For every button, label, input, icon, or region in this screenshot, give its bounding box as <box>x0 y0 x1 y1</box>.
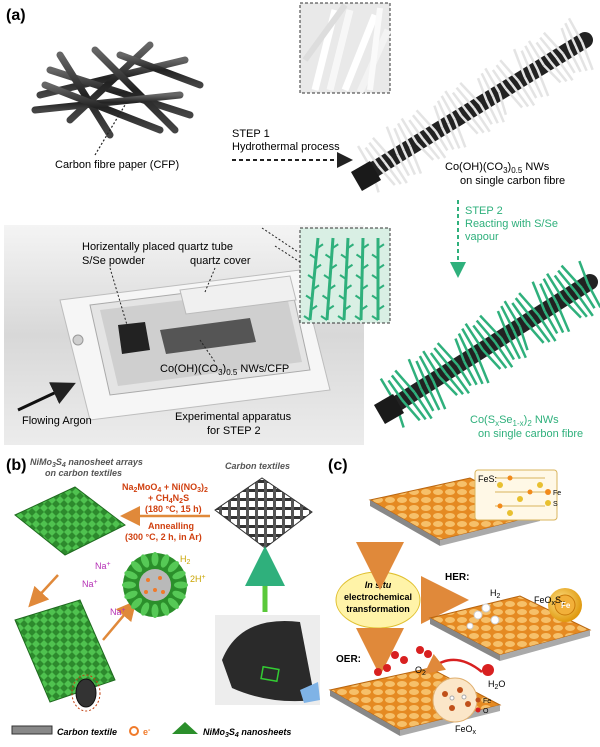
legend-textile-swatch <box>11 725 53 735</box>
textile-photo <box>215 615 320 705</box>
oer-surface <box>328 667 502 736</box>
fes-label: FeS: <box>478 474 497 484</box>
white-nanowire-fibre <box>350 17 594 193</box>
step2-desc1: Reacting with S/Se <box>465 218 558 230</box>
down-arrow <box>28 574 59 608</box>
cfp-label: Carbon fibre paper (CFP) <box>55 159 179 171</box>
arrays-label1: NiMo3S4 nanosheet arrays <box>30 457 143 469</box>
feoxsy-label: FeOxSy <box>534 595 565 607</box>
insitu3: transformation <box>346 604 410 614</box>
step2-desc2: vapour <box>465 231 499 243</box>
oer-o2: O2 <box>415 665 426 677</box>
nw1-label: Co(OH)(CO3)0.5 NWs <box>445 161 550 175</box>
zoom-white-nanowires <box>299 2 392 94</box>
h2-label: H2 <box>180 554 191 566</box>
panel-a-label: (a) <box>6 7 26 24</box>
step1-title: STEP 1 <box>232 128 270 140</box>
s-key: S <box>553 501 558 508</box>
step1-desc: Hydrothermal process <box>232 141 340 153</box>
insitu1: In situ <box>365 580 392 590</box>
apparatus-label2: for STEP 2 <box>207 425 261 437</box>
fe-swatch <box>545 489 551 495</box>
oer-fe-key: Fe <box>483 698 491 705</box>
step2-title: STEP 2 <box>465 205 503 217</box>
cover-label: quartz cover <box>190 255 251 267</box>
sample-label: Co(OH)(CO3)0.5 NWs/CFP <box>160 363 289 377</box>
fe-key: Fe <box>553 490 561 497</box>
green-textile <box>14 486 126 556</box>
reagents2: + CH4N2S <box>148 493 189 505</box>
arrays-label2: on carbon textiles <box>45 468 122 478</box>
anneal1: Annealling <box>148 521 194 531</box>
apparatus-label1: Experimental apparatus <box>175 411 292 423</box>
legend-nano: NiMo3S4 nanosheets <box>203 727 291 739</box>
zoom-green-nanowires <box>299 227 391 324</box>
legend-electron: e- <box>143 727 151 737</box>
anneal2: (300 °C, 2 h, in Ar) <box>125 532 202 542</box>
oer-o-key: O <box>483 708 489 715</box>
na-label-3: Na+ <box>110 607 126 617</box>
legend-nano-swatch <box>172 722 198 734</box>
cond1: (180 °C, 15 h) <box>145 504 202 514</box>
zoom-arrow <box>102 600 137 641</box>
nw2-sub: on single carbon fibre <box>478 428 583 440</box>
h-plus-label: 2H+ <box>190 574 206 584</box>
textiles-label: Carbon textiles <box>225 461 290 471</box>
panel-b-label: (b) <box>6 457 26 474</box>
argon-arrow <box>17 382 76 412</box>
carbon-textile-grid <box>214 477 313 549</box>
fes-surface <box>368 469 558 546</box>
powder-label: S/Se powder <box>82 255 145 267</box>
her-label: HER: <box>445 572 469 583</box>
na-label-2: Na+ <box>82 579 98 589</box>
her-h2: H2 <box>490 588 501 600</box>
tube-label: Horizentally placed quartz tube <box>82 241 233 253</box>
fe-ball-label: Fe <box>561 601 571 610</box>
cross-section <box>122 552 188 618</box>
s-swatch <box>545 500 551 506</box>
oer-return-arrow <box>424 653 483 675</box>
her-surface <box>428 588 592 661</box>
feox-label: FeOx <box>455 724 477 736</box>
oer-label: OER: <box>336 654 361 665</box>
carbon-fibre-paper <box>31 41 204 139</box>
oer-h2o: H2O <box>488 679 505 691</box>
argon-label: Flowing Argon <box>22 415 92 427</box>
legend-electron-swatch <box>129 726 139 736</box>
green-nanowire-fibre <box>373 260 600 428</box>
oer-fe-swatch <box>475 697 481 703</box>
legend-textile: Carbon textile <box>57 727 117 737</box>
reagents1: Na2MoO4 + Ni(NO3)2 <box>122 482 208 494</box>
nw2-label: Co(SxSe1-x)2 NWs <box>470 414 559 428</box>
na-label-1: Na+ <box>95 561 111 571</box>
nanosheet-fibre <box>14 599 116 712</box>
nw1-sub: on single carbon fibre <box>460 175 565 187</box>
insitu2: electrochemical <box>344 592 412 602</box>
panel-c-label: (c) <box>328 457 348 474</box>
oer-o-swatch <box>475 707 481 713</box>
